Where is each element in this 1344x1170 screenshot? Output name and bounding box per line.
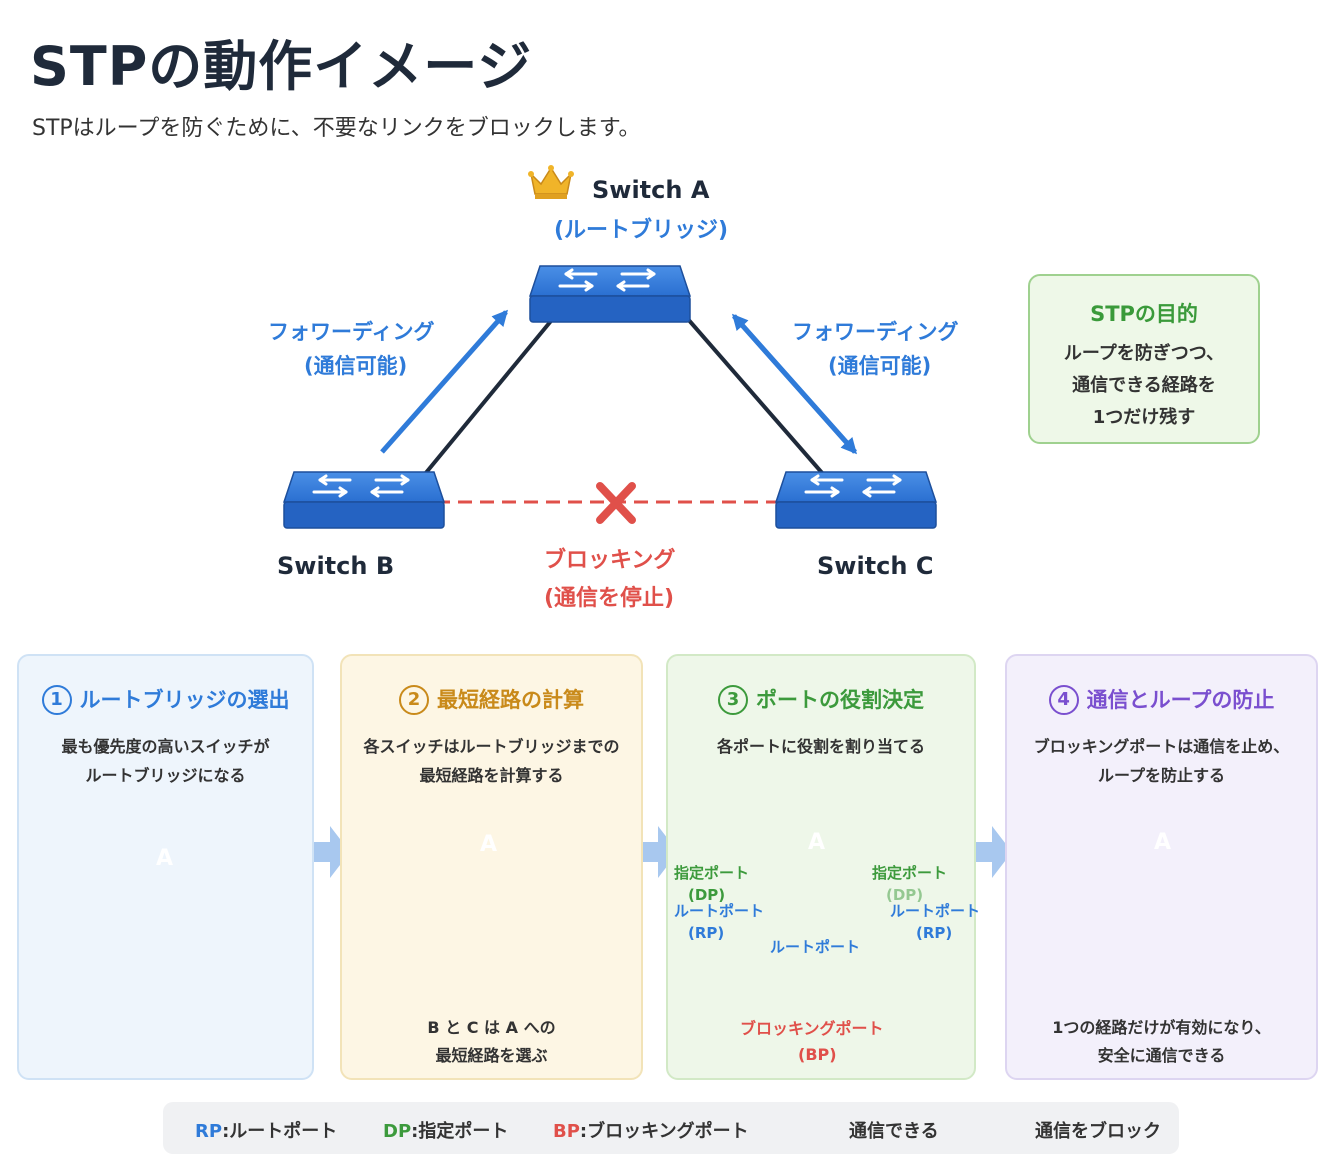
switch-c-label: Switch C xyxy=(817,552,934,580)
node-label: A xyxy=(1154,830,1172,855)
step-card-4: 4 通信とループの防止 ブロッキングポートは通信を止め、 ループを防止する 1つの… xyxy=(1005,654,1318,1080)
step-arrow-icon xyxy=(970,826,1012,878)
step-footer: B と C は A への 最短経路を選ぶ xyxy=(342,1014,641,1070)
step-body: 各ポートに役割を割り当てる xyxy=(668,732,974,761)
step-body-line: 各スイッチはルートブリッジまでの xyxy=(363,737,620,756)
right-link-label: フォワーディング xyxy=(792,320,959,344)
step-footer-line: 安全に通信できる xyxy=(1097,1046,1226,1065)
left-link-label: フォワーディング xyxy=(268,320,435,344)
step-title-text: ルートブリッジの選出 xyxy=(79,688,290,712)
step-number-badge: 4 xyxy=(1048,685,1079,715)
legend-block-text: 通信をブロック xyxy=(1035,1121,1161,1142)
purpose-line: 通信できる経路を xyxy=(1072,375,1216,396)
step-footer-line: 最短経路を選ぶ xyxy=(435,1046,548,1065)
step-body: ブロッキングポートは通信を止め、 ループを防止する xyxy=(1007,732,1316,790)
dp-left-abbr: (DP) xyxy=(688,886,726,904)
legend-dp-abbr: DP xyxy=(383,1121,412,1142)
rp-right-label: ルートポート xyxy=(890,902,981,920)
switch-a-role: (ルートブリッジ) xyxy=(554,218,729,243)
page-title: STPの動作イメージ xyxy=(30,35,533,98)
switch-a-label: Switch A xyxy=(592,176,710,204)
blocked-x-icon xyxy=(596,482,636,524)
step-number-badge: 2 xyxy=(399,685,429,715)
legend-bp-text: :ブロッキングポート xyxy=(579,1121,749,1142)
purpose-title: STPの目的 xyxy=(1090,302,1198,326)
dp-right-abbr: (DP) xyxy=(886,886,924,904)
rp-bottom-label: ルートポート xyxy=(770,938,861,956)
dp-left-label: 指定ポート xyxy=(674,864,750,882)
legend-bp-abbr: BP xyxy=(553,1121,580,1142)
purpose-line: ループを防ぎつつ、 xyxy=(1063,343,1225,364)
step-title-text: ポートの役割決定 xyxy=(756,688,924,712)
step-body-line: ルートブリッジになる xyxy=(85,766,246,785)
link-a-b xyxy=(418,308,562,482)
blocked-label: ブロッキング xyxy=(544,548,676,573)
step-footer: 1つの経路だけが有効になり、 安全に通信できる xyxy=(1007,1014,1316,1070)
legend-rp: RP:ルートポート xyxy=(195,1117,337,1143)
switch-b-icon xyxy=(282,470,446,530)
step-number-badge: 3 xyxy=(718,685,748,715)
node-label: A xyxy=(156,846,174,871)
step-body: 最も優先度の高いスイッチが ルートブリッジになる xyxy=(19,732,312,790)
purpose-line: 1つだけ残す xyxy=(1092,407,1196,428)
legend-forward-text: 通信できる xyxy=(849,1121,939,1142)
forward-arrow-right-down xyxy=(732,314,857,455)
crown-icon xyxy=(527,164,575,200)
step-title: 2 最短経路の計算 xyxy=(342,684,641,715)
purpose-body: ループを防ぎつつ、 通信できる経路を 1つだけ残す xyxy=(1030,338,1258,434)
dp-right-label: 指定ポート xyxy=(872,864,948,882)
switch-a-icon xyxy=(528,264,692,324)
step-body-line: 最短経路を計算する xyxy=(419,766,564,785)
step-footer-line: 1つの経路だけが有効になり、 xyxy=(1052,1018,1271,1037)
link-a-c xyxy=(678,308,832,484)
step-body: 各スイッチはルートブリッジまでの 最短経路を計算する xyxy=(342,732,641,790)
step-footer-line: B と C は A への xyxy=(427,1018,556,1037)
legend-dp-text: :指定ポート xyxy=(411,1121,509,1142)
legend-rp-abbr: RP xyxy=(195,1121,223,1142)
rp-right-abbr: (RP) xyxy=(916,924,953,942)
node-label: A xyxy=(808,830,826,855)
bp-abbr: (BP) xyxy=(798,1045,837,1064)
legend-dp: DP:指定ポート xyxy=(383,1117,508,1143)
bp-label: ブロッキングポート xyxy=(740,1019,884,1038)
right-link-sub: (通信可能) xyxy=(828,354,932,378)
step-card-3: 3 ポートの役割決定 各ポートに役割を割り当てる xyxy=(666,654,976,1080)
step-body-line: 各ポートに役割を割り当てる xyxy=(716,737,925,756)
step-number-badge: 1 xyxy=(41,685,72,715)
switch-b-label: Switch B xyxy=(277,552,395,580)
step-card-1: 1 ルートブリッジの選出 最も優先度の高いスイッチが ルートブリッジになる xyxy=(17,654,314,1080)
left-link-sub: (通信可能) xyxy=(304,354,408,378)
legend-rp-text: :ルートポート xyxy=(222,1121,338,1142)
step-title-text: 通信とループの防止 xyxy=(1086,688,1275,712)
legend-bp: BP:ブロッキングポート xyxy=(553,1117,749,1143)
purpose-box: STPの目的 ループを防ぎつつ、 通信できる経路を 1つだけ残す xyxy=(1028,274,1260,444)
step-body-line: 最も優先度の高いスイッチが xyxy=(61,737,270,756)
forward-arrow-left xyxy=(380,309,508,454)
step-body-line: ブロッキングポートは通信を止め、 xyxy=(1033,737,1290,756)
legend: RP:ルートポート DP:指定ポート BP:ブロッキングポート 通信できる 通信… xyxy=(163,1102,1179,1154)
step-title: 3 ポートの役割決定 xyxy=(668,684,974,715)
step-arrow-icon xyxy=(308,826,350,878)
step-body-line: ループを防止する xyxy=(1097,766,1226,785)
step-title-text: 最短経路の計算 xyxy=(437,688,584,712)
step-card-2: 2 最短経路の計算 各スイッチはルートブリッジまでの 最短経路を計算する B と … xyxy=(340,654,643,1080)
blocked-sub: (通信を停止) xyxy=(544,586,675,611)
rp-left-label: ルートポート xyxy=(674,902,765,920)
step-title: 4 通信とループの防止 xyxy=(1007,684,1316,715)
step-title: 1 ルートブリッジの選出 xyxy=(19,684,312,715)
switch-c-icon xyxy=(774,470,938,530)
page-subtitle: STPはループを防ぐために、不要なリンクをブロックします。 xyxy=(32,116,641,141)
rp-left-abbr: (RP) xyxy=(688,924,725,942)
node-label: A xyxy=(480,832,498,857)
